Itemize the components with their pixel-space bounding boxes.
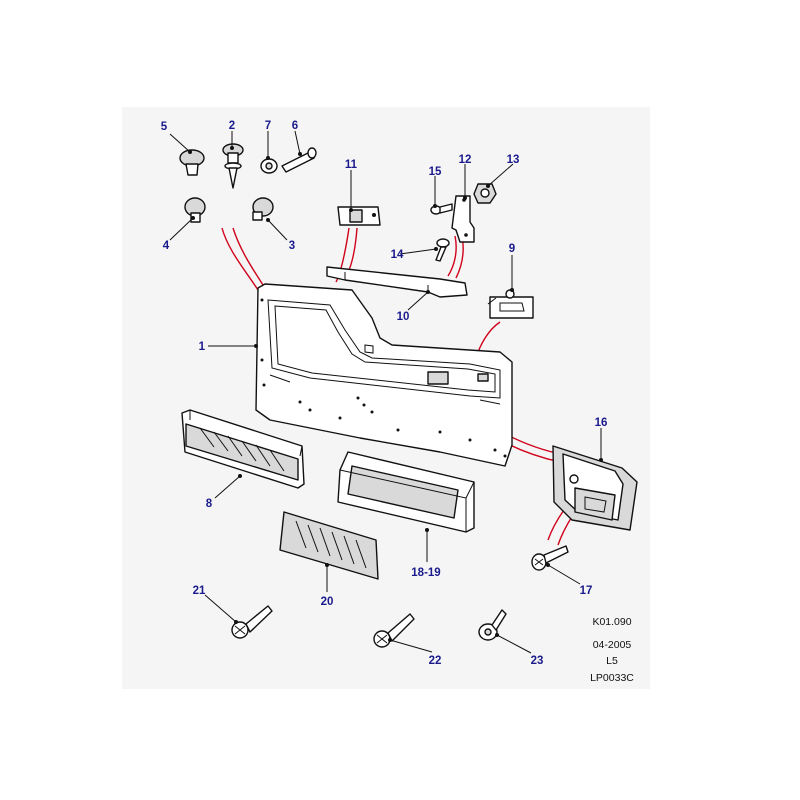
callout-10: 10: [397, 311, 410, 323]
washer: [260, 158, 278, 174]
reference-block: K01.090 04-2005 L5 LP0033C: [590, 616, 634, 684]
short-screw: [430, 203, 453, 215]
handle-screw: [435, 238, 450, 262]
reference-sheet: L5: [606, 655, 618, 667]
callout-12: 12: [459, 154, 472, 166]
callout-6: 6: [292, 120, 298, 132]
callout-16: 16: [595, 417, 608, 429]
callout-21: 21: [193, 585, 206, 597]
rivet-stud: [478, 609, 507, 641]
reference-code: K01.090: [592, 616, 631, 628]
cage-nut: [473, 183, 497, 204]
self-tapping-screw-a: [231, 605, 273, 639]
callout-15: 15: [429, 166, 442, 178]
callout-2: 2: [229, 120, 235, 132]
screw-long: [281, 147, 317, 173]
callout-13: 13: [507, 154, 520, 166]
leader-lines: [169, 130, 603, 654]
callout-4: 4: [163, 240, 170, 252]
callout-14: 14: [391, 249, 404, 261]
callout-11: 11: [345, 159, 358, 171]
handle-mounting-bracket: [451, 195, 475, 243]
pull-handle-bracket: [337, 206, 381, 226]
trim-stud-left: [184, 197, 206, 223]
callout-17: 17: [580, 585, 593, 597]
door-trim-panel: [255, 283, 513, 467]
callout-7: 7: [265, 120, 271, 132]
retaining-clip: [487, 289, 534, 319]
self-tapping-screw-b: [373, 613, 415, 648]
callout-22: 22: [429, 655, 442, 667]
map-pocket: [181, 409, 305, 489]
drawing-id: LP0033C: [590, 672, 634, 684]
callout-9: 9: [509, 243, 515, 255]
callout-20: 20: [321, 596, 334, 608]
callout-23: 23: [531, 655, 544, 667]
callout-3: 3: [289, 240, 295, 252]
callout-1: 1: [199, 341, 206, 353]
door-release-bezel: [552, 445, 638, 531]
trim-clip-fastener: [179, 149, 205, 176]
trim-stud-right: [252, 197, 274, 221]
storage-bin: [337, 451, 475, 533]
reference-date: 04-2005: [593, 639, 632, 651]
callout-18-19: 18-19: [411, 567, 440, 579]
callout-labels: 1 2 3 4 5 6 7 8 9 10 11 12 13 14 15 16 1…: [161, 120, 608, 667]
callout-8: 8: [206, 498, 213, 510]
pocket-grille-insert: [279, 511, 379, 580]
bezel-screw: [531, 545, 569, 571]
callout-5: 5: [161, 121, 168, 133]
screw-with-washer: [222, 143, 244, 189]
